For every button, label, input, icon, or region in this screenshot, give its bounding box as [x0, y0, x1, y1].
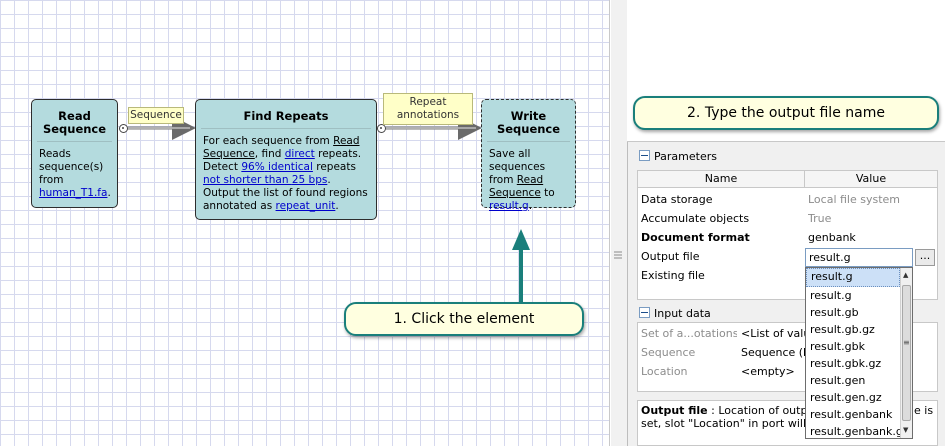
- scroll-up-icon[interactable]: ▲: [903, 271, 909, 279]
- repeat-type-link[interactable]: direct: [284, 148, 315, 160]
- input-name-sequence: Sequence: [641, 346, 696, 359]
- help-text-tail: e is: [914, 404, 934, 417]
- param-name-output-file: Output file: [641, 250, 700, 263]
- param-value-document-format[interactable]: genbank: [808, 231, 856, 244]
- column-header-value[interactable]: Value: [804, 170, 938, 188]
- browse-button[interactable]: ...: [915, 249, 935, 266]
- autocomplete-option[interactable]: result.gb.gz: [810, 323, 875, 336]
- autocomplete-option[interactable]: result.genbank.g: [810, 425, 900, 438]
- input-value-sequence[interactable]: Sequence (b: [741, 346, 811, 359]
- node-description: For each sequence from Read Sequence, fi…: [196, 129, 376, 219]
- description-text: , find: [254, 148, 285, 160]
- autocomplete-option[interactable]: result.gb: [810, 306, 859, 319]
- group-title: Input data: [654, 307, 711, 320]
- description-text: Output the list of found regions annotat…: [203, 187, 368, 212]
- callout-click-element: 1. Click the element: [344, 302, 584, 336]
- help-title: Output file: [641, 404, 708, 417]
- find-repeats-output-port[interactable]: [377, 124, 386, 133]
- autocomplete-option[interactable]: result.gbk.gz: [810, 357, 882, 370]
- scroll-down-icon[interactable]: ▼: [903, 426, 909, 434]
- autocomplete-dropdown[interactable]: result.g result.g result.gb result.gb.gz res…: [805, 267, 913, 439]
- node-title: Find Repeats: [201, 100, 371, 129]
- autocomplete-option[interactable]: result.gen: [810, 374, 866, 387]
- autocomplete-option[interactable]: result.genbank: [810, 408, 893, 421]
- description-text: .: [335, 200, 339, 212]
- param-value-data-storage[interactable]: Local file system: [808, 193, 901, 206]
- node-find-repeats[interactable]: Find Repeats For each sequence from Read…: [195, 99, 377, 220]
- description-text: For each sequence from: [203, 135, 334, 147]
- description-text: Save all sequences from: [489, 148, 546, 186]
- param-name-accumulate: Accumulate objects: [641, 212, 750, 225]
- param-name-document-format: Document format: [641, 231, 750, 244]
- node-read-sequence[interactable]: Read Sequence Reads sequence(s) from hum…: [31, 99, 118, 208]
- connectors-layer: [128, 116, 482, 140]
- node-write-sequence[interactable]: Write Sequence Save all sequences from R…: [481, 99, 576, 212]
- input-value-annotations[interactable]: <List of valu: [741, 327, 811, 340]
- input-file-link[interactable]: human_T1.fa: [39, 187, 108, 199]
- collapse-icon[interactable]: [639, 150, 650, 161]
- callout-type-output-file: 2. Type the output file name: [633, 96, 939, 130]
- output-file-link[interactable]: result.g: [489, 200, 529, 212]
- scroll-thumb[interactable]: [902, 285, 911, 421]
- link-label-sequence: Sequence: [128, 107, 184, 124]
- autocomplete-option[interactable]: result.gen.gz: [810, 391, 882, 404]
- node-title: Write Sequence: [487, 100, 570, 142]
- input-value-location[interactable]: <empty>: [741, 365, 795, 378]
- node-description: Save all sequences from Read Sequence to…: [482, 142, 575, 219]
- workflow-canvas[interactable]: [0, 0, 610, 446]
- autocomplete-option[interactable]: result.gbk: [810, 340, 865, 353]
- description-text: .: [528, 200, 533, 212]
- annotation-name-link[interactable]: repeat_unit: [275, 200, 336, 212]
- identity-link[interactable]: identical: [268, 161, 313, 173]
- description-text: .: [107, 187, 111, 199]
- source-link[interactable]: Read Sequence: [489, 174, 544, 199]
- param-name-data-storage: Data storage: [641, 193, 713, 206]
- identity-link[interactable]: 96%: [241, 161, 265, 173]
- help-line-1: Output file : Location of output d: [641, 404, 829, 417]
- autocomplete-option[interactable]: result.g: [806, 268, 900, 287]
- input-name-annotations: Set of a...otations: [641, 327, 737, 340]
- description-text: .: [327, 174, 331, 186]
- node-description: Reads sequence(s) from human_T1.fa.: [32, 142, 117, 206]
- description-text: to: [540, 187, 555, 199]
- callout-arrowhead-click: [512, 229, 530, 250]
- autocomplete-list: result.g result.g result.gb result.gb.gz res…: [806, 268, 900, 440]
- source-link[interactable]: Read Sequence: [203, 135, 360, 160]
- autocomplete-option[interactable]: result.g: [810, 289, 852, 302]
- help-text: : Location of output d: [707, 404, 830, 417]
- group-title: Parameters: [654, 150, 717, 163]
- help-line-2: set, slot "Location" in port will not: [641, 417, 828, 430]
- output-file-input[interactable]: result.g: [805, 248, 913, 267]
- scroll-grip-icon: ≡: [903, 338, 910, 347]
- description-text: Reads sequence(s) from: [39, 148, 104, 186]
- min-length-link[interactable]: 25 bps: [291, 174, 328, 186]
- read-sequence-output-port[interactable]: [119, 124, 128, 133]
- param-name-existing-file: Existing file: [641, 269, 705, 282]
- input-name-location: Location: [641, 365, 688, 378]
- min-length-link[interactable]: not shorter than: [203, 174, 289, 186]
- collapse-icon[interactable]: [639, 307, 650, 318]
- splitter-grip-icon[interactable]: [614, 250, 622, 260]
- dropdown-scrollbar[interactable]: ▲ ≡ ▼: [900, 268, 912, 438]
- param-value-accumulate[interactable]: True: [808, 212, 832, 225]
- link-label-repeat-annotations: Repeat annotations: [383, 93, 473, 125]
- column-header-name[interactable]: Name: [637, 170, 805, 188]
- input-data-group-header[interactable]: Input data: [639, 307, 711, 320]
- panel-splitter[interactable]: [611, 0, 627, 446]
- node-title: Read Sequence: [37, 100, 112, 142]
- description-text: repeats: [312, 161, 356, 173]
- description-text: repeats. Detect: [203, 148, 362, 173]
- parameters-group-header[interactable]: Parameters: [639, 150, 717, 163]
